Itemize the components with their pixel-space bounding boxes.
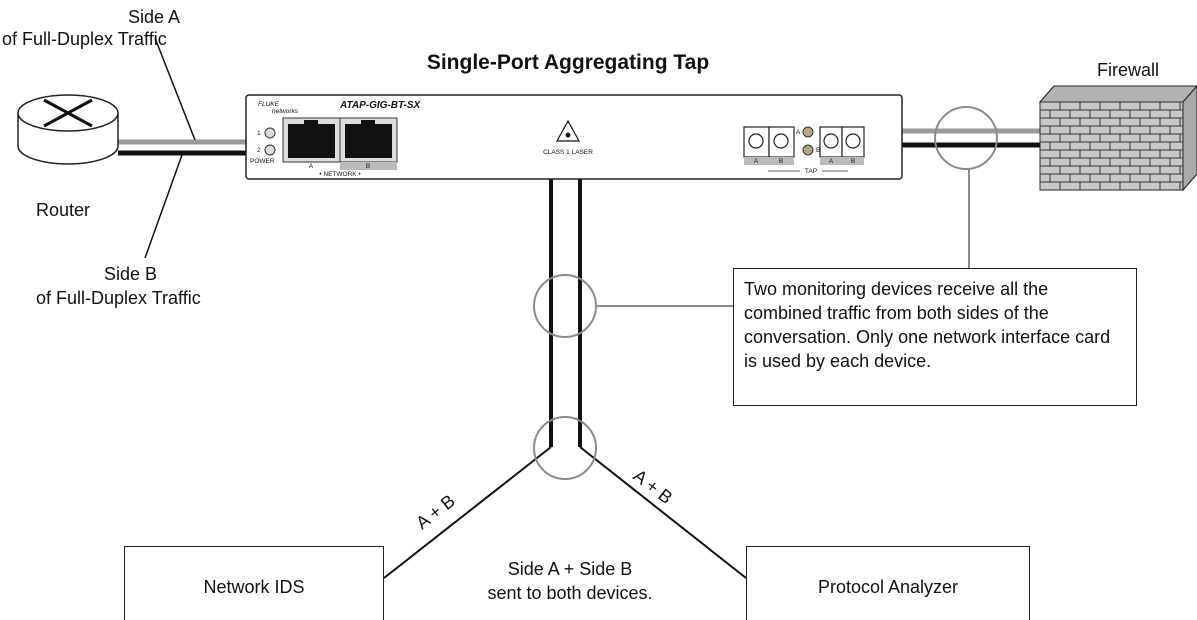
network-label: • NETWORK • bbox=[319, 171, 361, 178]
port-b-label: B bbox=[366, 163, 370, 170]
center-note: Side A + Side B sent to both devices. bbox=[430, 557, 710, 605]
protocol-analyzer-label: Protocol Analyzer bbox=[817, 577, 959, 597]
router-label: Router bbox=[36, 200, 91, 220]
side-a-label-2: of Full-Duplex Traffic bbox=[2, 29, 167, 49]
branch-right-label: A + B bbox=[630, 465, 677, 508]
model-label: ATAP-GIG-BT-SX bbox=[339, 100, 422, 111]
side-a-leader bbox=[154, 37, 196, 141]
port-b-icon bbox=[345, 124, 392, 158]
tap-label: TAP bbox=[805, 168, 817, 175]
tap-b-label: B bbox=[779, 158, 783, 165]
split-callout bbox=[533, 416, 597, 480]
port-a-icon bbox=[288, 124, 335, 158]
firewall-label: Firewall bbox=[1097, 60, 1160, 80]
tap-device: FLUKE networks ATAP-GIG-BT-SX 1 2 POWER … bbox=[245, 94, 903, 180]
power-label: POWER bbox=[250, 158, 275, 165]
center-note-line1: Side A + Side B bbox=[507, 559, 633, 579]
tap-led-b-label: B bbox=[816, 147, 820, 154]
branch-cable-left bbox=[383, 446, 552, 579]
network-ids-label: Network IDS bbox=[203, 577, 305, 597]
led-1-icon bbox=[264, 127, 276, 139]
side-b-leader bbox=[144, 154, 183, 259]
brand-logo: FLUKE bbox=[258, 101, 280, 108]
led-2-label: 2 bbox=[257, 147, 261, 154]
led-2-icon bbox=[264, 144, 276, 156]
router-icon bbox=[17, 94, 119, 165]
port-a-label: A bbox=[309, 163, 314, 170]
network-ids-box: Network IDS bbox=[124, 546, 384, 620]
tap-led-b-icon bbox=[802, 144, 814, 156]
center-note-line2: sent to both devices. bbox=[487, 583, 653, 603]
firewall-icon bbox=[1038, 85, 1197, 192]
monitor-cable-callout bbox=[533, 274, 597, 338]
monitoring-callout: Two monitoring devices receive all the c… bbox=[733, 268, 1137, 406]
branch-left-label: A + B bbox=[412, 491, 459, 534]
tap-led-a-label: A bbox=[796, 129, 801, 136]
tap-b2-label: B bbox=[851, 158, 855, 165]
diagram-title: Single-Port Aggregating Tap bbox=[427, 51, 709, 74]
tap-port-a-icon bbox=[743, 126, 795, 165]
side-b-label-1: Side B bbox=[104, 264, 158, 284]
firewall-cable-callout bbox=[934, 106, 998, 170]
tap-a-label: A bbox=[754, 158, 759, 165]
brand-sub: networks bbox=[272, 108, 299, 115]
side-b-label-2: of Full-Duplex Traffic bbox=[36, 288, 201, 308]
protocol-analyzer-box: Protocol Analyzer bbox=[746, 546, 1030, 620]
tap-port-b-icon bbox=[819, 126, 865, 165]
tap-a2-label: A bbox=[829, 158, 834, 165]
laser-warning-icon bbox=[555, 119, 581, 142]
branch-cable-right bbox=[579, 446, 747, 579]
side-a-label-1: Side A bbox=[128, 7, 181, 27]
tap-led-a-icon bbox=[802, 126, 814, 138]
laser-label: CLASS 1 LASER bbox=[543, 149, 593, 156]
led-1-label: 1 bbox=[257, 130, 261, 137]
